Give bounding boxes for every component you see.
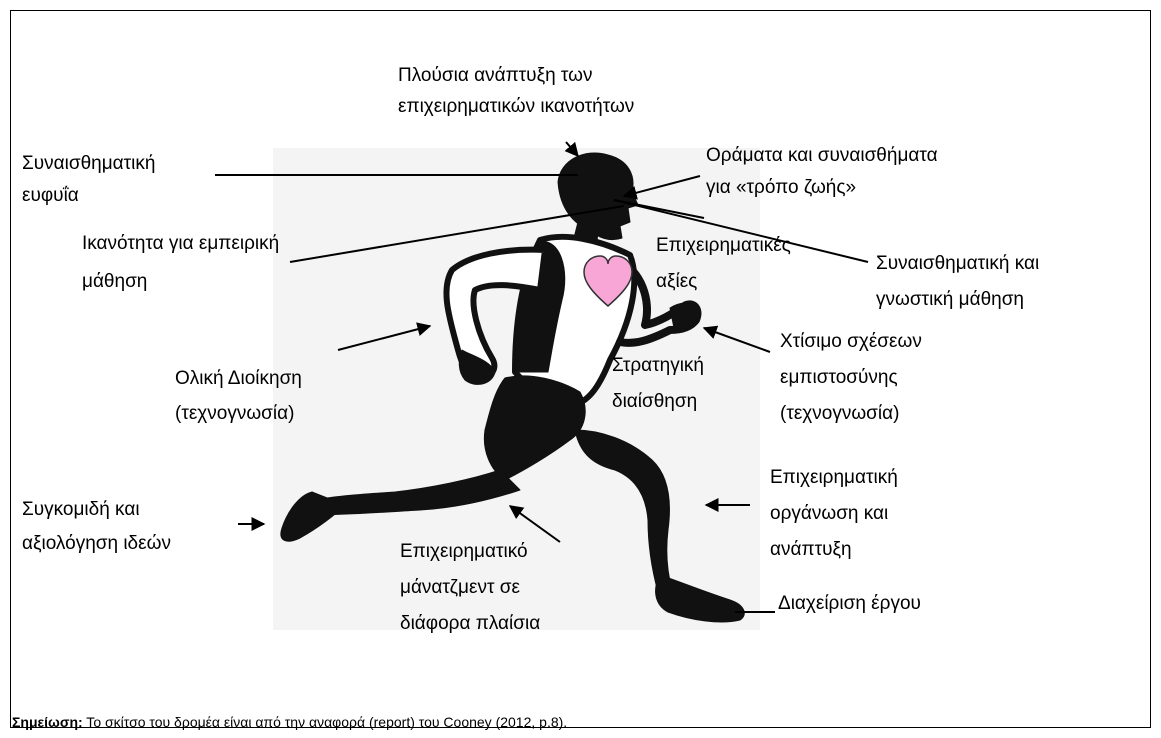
label-business-management-line2: μάνατζμεντ σε [400,572,520,603]
label-emotional-intelligence-line1: Συναισθηματική [22,148,155,179]
footnote: Σημείωση: Το σκίτσο του δρομέα είναι από… [12,712,567,732]
label-business-values-line1: Επιχειρηματικές [656,230,791,261]
label-idea-harvest-line1: Συγκομιδή και [22,494,140,525]
label-emotional-intelligence-line2: ευφυΐα [22,180,79,211]
arrow-total-management [338,326,430,350]
label-project-management: Διαχείριση έργου [778,588,921,619]
label-emotional-cognitive-line1: Συναισθηματική και [876,248,1039,279]
label-business-organization-line1: Επιχειρηματική [770,462,898,493]
label-emotional-cognitive-line2: γνωστική μάθηση [876,284,1024,315]
label-trust-building-line2: εμπιστοσύνης [780,362,898,393]
label-experiential-learning-line1: Ικανότητα για εμπειρική [82,228,279,259]
label-rich-development-line1: Πλούσια ανάπτυξη των [398,60,593,91]
label-rich-development-line2: επιχειρηματικών ικανοτήτων [398,91,634,122]
arrow-rich-development [566,142,578,156]
label-business-management-line3: διάφορα πλαίσια [400,608,540,639]
arrow-visions [624,176,700,196]
arrow-trust-building [704,328,770,352]
label-total-management-line1: Ολική Διοίκηση [175,363,302,394]
label-visions-line2: για «τρόπο ζωής» [706,172,856,203]
label-idea-harvest-line2: αξιολόγηση ιδεών [22,528,171,559]
footnote-label: Σημείωση: [12,714,83,730]
label-experiential-learning-line2: μάθηση [82,266,147,297]
label-trust-building-line1: Χτίσιμο σχέσεων [780,326,922,357]
label-business-management-line1: Επιχειρηματικό [400,536,528,567]
footnote-text: Το σκίτσο του δρομέα είναι από την αναφο… [83,714,568,730]
label-visions-line1: Οράματα και συναισθήματα [706,140,938,171]
label-strategic-sense-line2: διαίσθηση [612,386,697,417]
label-business-organization-line2: οργάνωση και [770,498,888,529]
label-trust-building-line3: (τεχνογνωσία) [780,398,899,429]
label-business-values-line2: αξίες [656,266,697,297]
label-strategic-sense-line1: Στρατηγική [612,350,704,381]
label-total-management-line2: (τεχνογνωσία) [175,398,294,429]
label-business-organization-line3: ανάπτυξη [770,534,852,565]
